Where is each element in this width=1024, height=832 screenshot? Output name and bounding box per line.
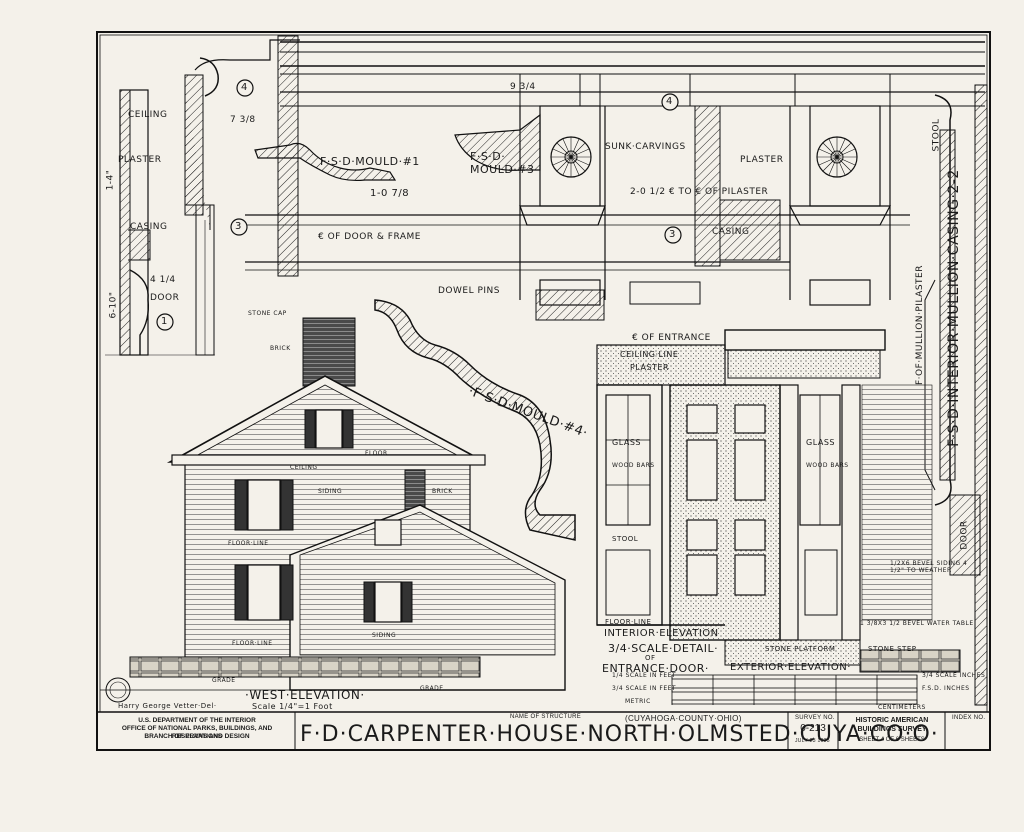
label-grade-right: GRADE (420, 685, 444, 692)
label-siding-lower: SIDING (372, 632, 397, 639)
label-brick-chimney: BRICK (270, 345, 291, 352)
structure-name: F·D·CARPENTER·HOUSE·NORTH·OLMSTED·CUYA·C… (300, 722, 939, 747)
label-casing-right: CASING (712, 227, 750, 237)
label-grade-left: GRADE (212, 677, 236, 684)
door-casing-section (105, 89, 215, 356)
label-ceiling-elev: CEILING (290, 464, 318, 471)
label-water-table: 1 3/8x3 1/2 BEVEL WATER TABLE (860, 620, 974, 627)
index-no-label: INDEX NO. (952, 715, 986, 721)
scale-centimeters: CENTIMETERS (878, 704, 926, 711)
agency-line-1: U.S. DEPARTMENT OF THE INTERIOR (138, 717, 256, 724)
entrance-door-detail (596, 329, 961, 673)
title-entrance-door: ENTRANCE·DOOR· (602, 662, 709, 675)
label-stone-cap: STONE CAP (248, 310, 287, 317)
label-pilaster-dim: 2-0 1/2 € TO € OF PILASTER (630, 187, 769, 197)
label-floor-line-2: FLOOR·LINE (232, 640, 273, 647)
label-plaster-right: PLASTER (740, 155, 784, 165)
label-ceiling: CEILING (128, 110, 168, 120)
label-wood-bars-left: WOOD BARS (612, 462, 655, 469)
label-door-frame: € OF DOOR & FRAME (318, 232, 421, 242)
title-interior-elevation: INTERIOR·ELEVATION (604, 628, 719, 639)
callout-markers (156, 79, 682, 331)
label-glass-right: GLASS (806, 438, 835, 447)
scale-bars (671, 674, 918, 705)
callout-4-mid: 4 (666, 96, 673, 107)
label-casing-left: CASING (130, 222, 168, 232)
survey-no-label: SURVEY NO. (795, 715, 835, 721)
label-mould-3: F·S·D· MOULD·#3 (470, 150, 535, 176)
label-entrance-center: € OF ENTRANCE (632, 333, 711, 343)
label-mould-1: F·S·D·MOULD·#1 (320, 155, 420, 168)
scale-metric: METRIC (625, 698, 651, 705)
label-dim-6-10: 6-10" (108, 291, 119, 319)
callout-1: 1 (161, 316, 168, 327)
label-bevel-siding: 1/2x6 BEVEL SIDING 4 1/2" TO WEATHER (890, 560, 968, 574)
label-plaster-left: PLASTER (118, 155, 162, 165)
sunk-carving-left (550, 136, 592, 178)
label-dim-1-0-7-8: 1-0 7/8 (370, 188, 410, 199)
sheet-number: SHEET 4 OF 6 SHEETS (859, 737, 925, 743)
west-elevation-house (100, 317, 566, 691)
west-elevation-scale: Scale 1/4"=1 Foot (252, 702, 333, 711)
mullion-casing (924, 84, 988, 706)
label-stone-step: STONE STEP (868, 645, 917, 653)
callout-3-mid: 3 (669, 229, 676, 240)
label-mullion-casing: F·S·D·INTERIOR·MULLION·CASING·2-2 (945, 169, 962, 447)
scale-fsd-inches: F.S.D. INCHES (922, 685, 970, 692)
sunk-carving-right (816, 136, 858, 178)
label-stone-platform: STONE PLATFORM (765, 645, 836, 653)
label-siding-upper: SIDING (318, 488, 343, 495)
scale-feet-2: 3/4 SCALE IN FEET (612, 685, 677, 692)
label-door-left: DOOR (150, 293, 180, 303)
label-floor-upper: FLOOR (365, 450, 388, 457)
label-brick-rear: BRICK (432, 488, 453, 495)
label-dim-4-1-4: 4 1/4 (150, 275, 176, 285)
habs-line-1: HISTORIC AMERICAN (855, 717, 929, 724)
title-west-elevation: ·WEST·ELEVATION· (245, 688, 365, 702)
label-floor-line-1: FLOOR·LINE (228, 540, 269, 547)
mould-1-profile (254, 142, 397, 182)
callout-3-left: 3 (235, 221, 242, 232)
label-plaster-entrance: PLASTER (630, 363, 670, 372)
label-sunk-carvings: SUNK·CARVINGS (605, 142, 686, 152)
label-dim-1-4: 1-4" (105, 169, 116, 191)
habs-seal (105, 677, 131, 703)
survey-date: JULY 23 1935 (795, 738, 830, 744)
habs-line-2: BUILDINGS SURVEY (857, 726, 927, 733)
title-block (97, 711, 990, 750)
sheet-border-outer (96, 31, 991, 751)
label-dowel-pins: DOWEL PINS (438, 286, 501, 296)
label-mullion-pilaster: F·OF·MULLION·PILASTER (914, 265, 925, 385)
title-of: OF (645, 654, 656, 662)
label-dim-7-3-8: 7 3/8 (230, 115, 256, 125)
label-glass-left: GLASS (612, 438, 641, 447)
scale-inches: 3/4 SCALE INCHES (922, 672, 986, 679)
title-exterior-elevation: EXTERIOR·ELEVATION· (730, 662, 851, 673)
label-floor-line-entrance: FLOOR·LINE (605, 618, 652, 626)
county-note: (CUYAHOGA·COUNTY·OHIO) (625, 714, 742, 723)
scale-feet-1: 1/4 SCALE IN FEET (612, 672, 677, 679)
mould-3-profile (454, 113, 541, 171)
label-stool-top: STOOL (931, 118, 942, 152)
cornice-detail (184, 35, 985, 321)
label-ceiling-line: CEILING·LINE (620, 350, 679, 359)
label-wood-bars-right: WOOD BARS (806, 462, 849, 469)
mould-4-profile (374, 299, 576, 541)
callout-4-top: 4 (241, 82, 248, 93)
label-door-right: DOOR (959, 520, 970, 550)
title-scale-detail: 3/4·SCALE·DETAIL· (608, 642, 719, 655)
name-of-structure-label: NAME OF STRUCTURE (510, 714, 582, 720)
survey-no: 0-213 (800, 723, 826, 734)
label-dim-9-3-4: 9 3/4 (510, 82, 536, 92)
delineator-signature: Harry George Vetter·Del· (118, 702, 217, 710)
agency-line-2: OFFICE OF NATIONAL PARKS, BUILDINGS, AND… (121, 725, 273, 740)
agency-line-3: BRANCH OF PLANS AND DESIGN (144, 733, 250, 740)
label-stool-entrance: STOOL (612, 535, 639, 543)
